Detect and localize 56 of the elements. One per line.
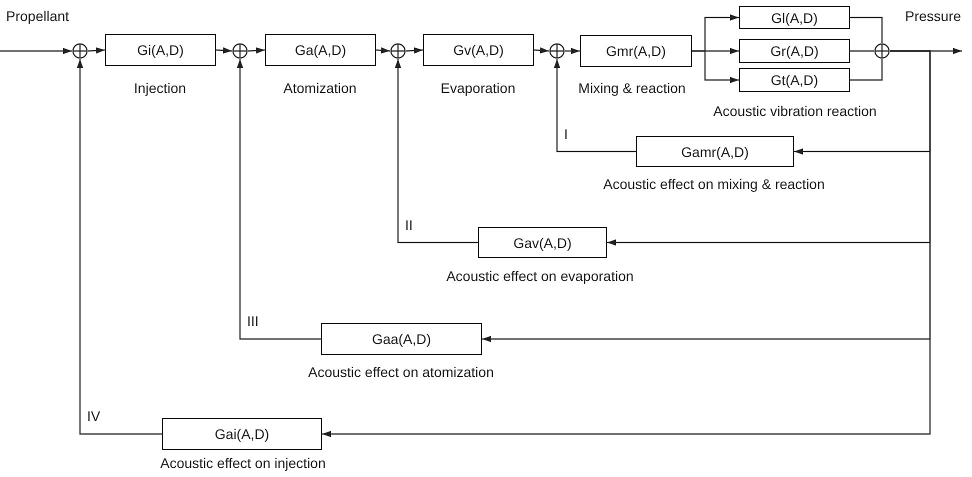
signal-arrow <box>565 48 580 54</box>
signal-label: Propellant <box>6 8 70 24</box>
block-label: Gt(A,D) <box>770 72 818 88</box>
block-label: Gl(A,D) <box>771 10 818 26</box>
block-label: Gav(A,D) <box>513 234 572 250</box>
signal-arrow <box>322 50 931 438</box>
signal-arrow <box>376 47 390 54</box>
summing-junction <box>390 43 406 59</box>
signal-arrow <box>534 47 550 54</box>
transfer-function-block <box>321 323 482 355</box>
signal-arrow <box>394 59 478 244</box>
transfer-function-block <box>739 6 850 29</box>
signal-arrow <box>692 50 739 84</box>
block-caption: Acoustic effect on evaporation <box>446 268 634 284</box>
transfer-function-block <box>739 39 850 63</box>
signal-arrow <box>88 47 106 54</box>
signal-arrow <box>76 59 162 435</box>
block-label: Gai(A,D) <box>214 426 270 442</box>
summing-junction <box>549 43 565 59</box>
transfer-function-block <box>265 34 376 66</box>
block-label: Gamr(A,D) <box>681 144 749 160</box>
signal-arrow <box>236 59 321 340</box>
transfer-function-block <box>580 35 692 67</box>
block-caption: Acoustic effect on injection <box>160 455 326 471</box>
transfer-function-block <box>478 227 607 258</box>
summing-junction <box>874 43 890 59</box>
block-label: Gr(A,D) <box>770 43 819 59</box>
signal-arrow <box>850 16 883 43</box>
block-label: Gi(A,D) <box>137 42 184 58</box>
transfer-function-block <box>105 34 216 66</box>
signal-arrow <box>406 47 424 54</box>
summing-junction <box>232 43 248 59</box>
transfer-function-block <box>423 34 534 66</box>
block-caption: Injection <box>134 80 186 96</box>
block-caption: Evaporation <box>440 80 516 96</box>
block-label: Gaa(A,D) <box>372 331 432 347</box>
block-label: Gv(A,D) <box>453 42 504 58</box>
block-caption: Mixing & reaction <box>578 80 686 96</box>
block-caption: Acoustic effect on atomization <box>308 364 494 380</box>
signal-label: Pressure <box>905 8 962 24</box>
signal-arrow <box>216 47 232 54</box>
loop-number: IV <box>86 408 102 424</box>
signal-arrow <box>0 48 72 54</box>
transfer-function-block <box>739 68 850 92</box>
summing-junction <box>72 43 88 59</box>
block-caption: Acoustic effect on mixing & reaction <box>603 176 825 192</box>
block-label: Gmr(A,D) <box>606 43 666 59</box>
block-caption: Atomization <box>283 80 357 96</box>
transfer-function-block <box>636 136 794 167</box>
signal-arrow <box>554 59 636 152</box>
signal-arrow <box>248 47 266 54</box>
block-label: Ga(A,D) <box>294 42 346 58</box>
group-caption: Acoustic vibration reaction <box>713 103 877 119</box>
transfer-function-block <box>162 418 322 450</box>
loop-number: III <box>246 313 260 329</box>
signal-arrow <box>850 59 883 81</box>
